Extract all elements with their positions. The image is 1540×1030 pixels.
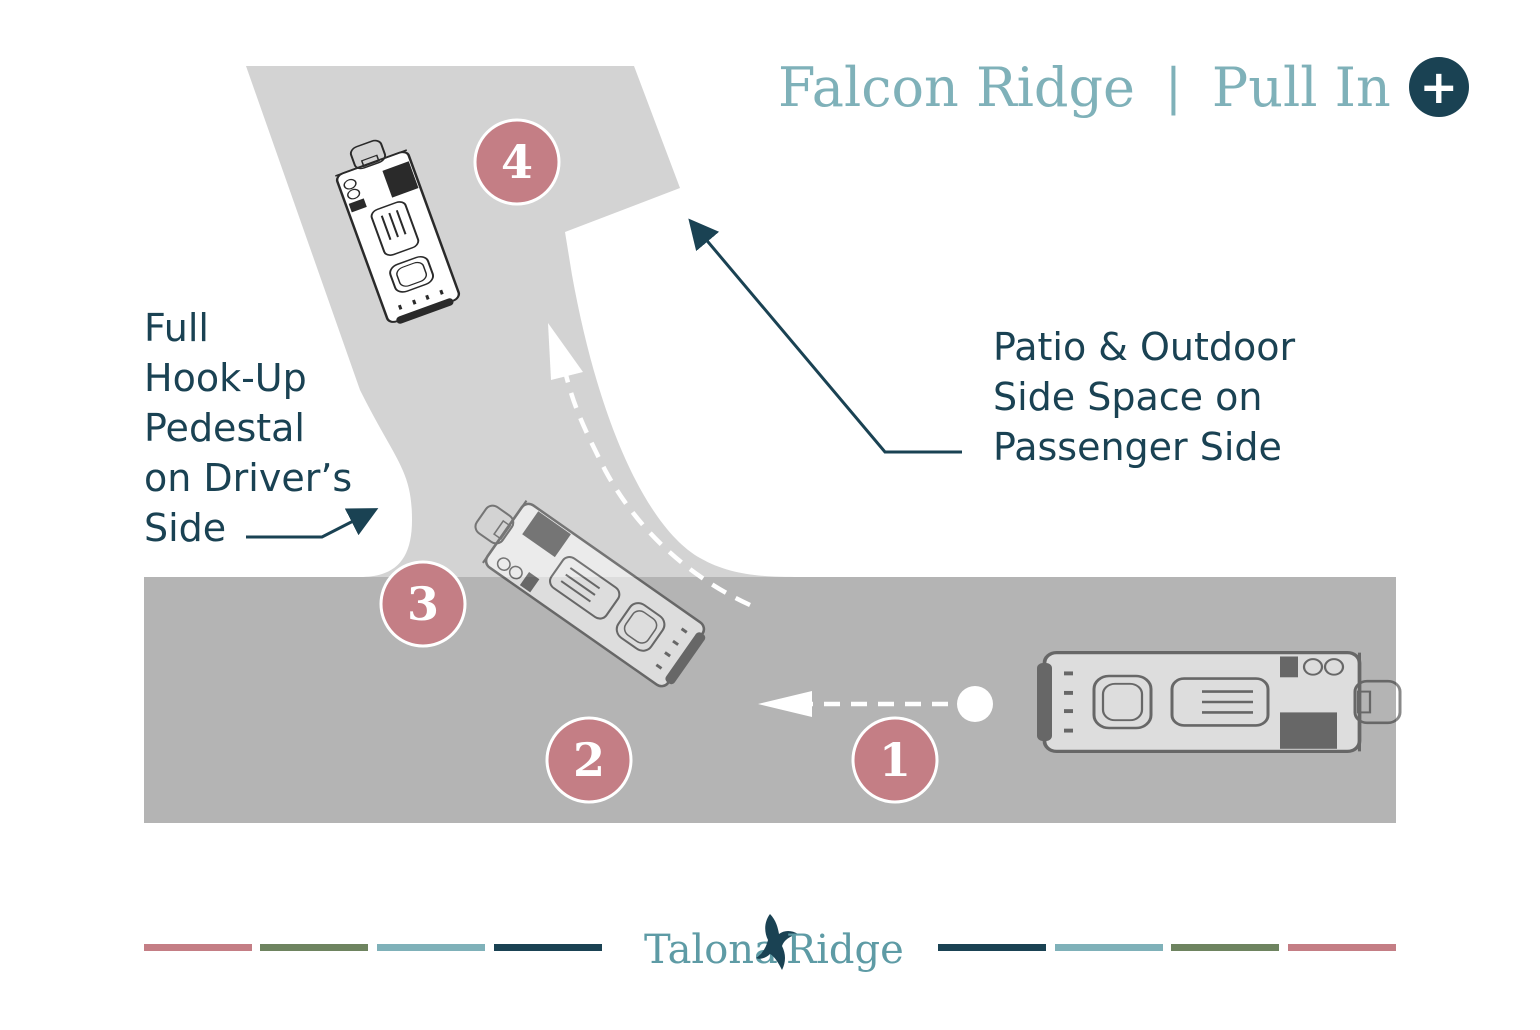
patio-label: Patio & Outdoor Side Space on Passenger … (993, 322, 1295, 472)
pedestal-label-line: Side (144, 506, 227, 550)
rv-icon (1037, 653, 1400, 752)
patio-label-line: Side Space on (993, 375, 1263, 419)
path-arrow-1 (758, 686, 993, 722)
step-number: 2 (573, 733, 605, 787)
maneuver-name: Pull In (1211, 55, 1391, 119)
step-number: 1 (879, 733, 911, 787)
arrow-icon (246, 508, 379, 539)
step-number: 4 (501, 135, 533, 189)
pedestal-label-line: Full (144, 306, 209, 350)
patio-label-line: Passenger Side (993, 425, 1282, 469)
hawk-icon (756, 914, 798, 970)
step-marker-2: 2 (545, 716, 633, 804)
pedestal-label: Full Hook-Up Pedestal on Driver’s Side (144, 303, 352, 553)
step-marker-3: 3 (379, 560, 467, 648)
divider-left (144, 944, 602, 951)
pedestal-label-line: Hook-Up (144, 356, 307, 400)
site-name: Falcon Ridge (778, 55, 1135, 119)
brand-name-left: Talona (644, 927, 778, 973)
arrow-icon (688, 218, 962, 454)
divider-right (938, 944, 1396, 951)
pedestal-label-line: on Driver’s (144, 456, 353, 500)
plus-icon: + (1408, 57, 1469, 117)
pedestal-label-line: Pedestal (144, 406, 305, 450)
brand-logo: Talona Ridge (640, 914, 904, 978)
path-arrow-2 (548, 323, 751, 608)
title-separator: | (1165, 58, 1182, 116)
step-marker-1: 1 (851, 716, 939, 804)
page-title: Falcon Ridge | Pull In + (778, 52, 1469, 122)
step-marker-4: 4 (473, 118, 561, 206)
brand-name-right: Ridge (786, 927, 904, 973)
patio-label-line: Patio & Outdoor (993, 325, 1296, 369)
step-number: 3 (407, 577, 439, 631)
